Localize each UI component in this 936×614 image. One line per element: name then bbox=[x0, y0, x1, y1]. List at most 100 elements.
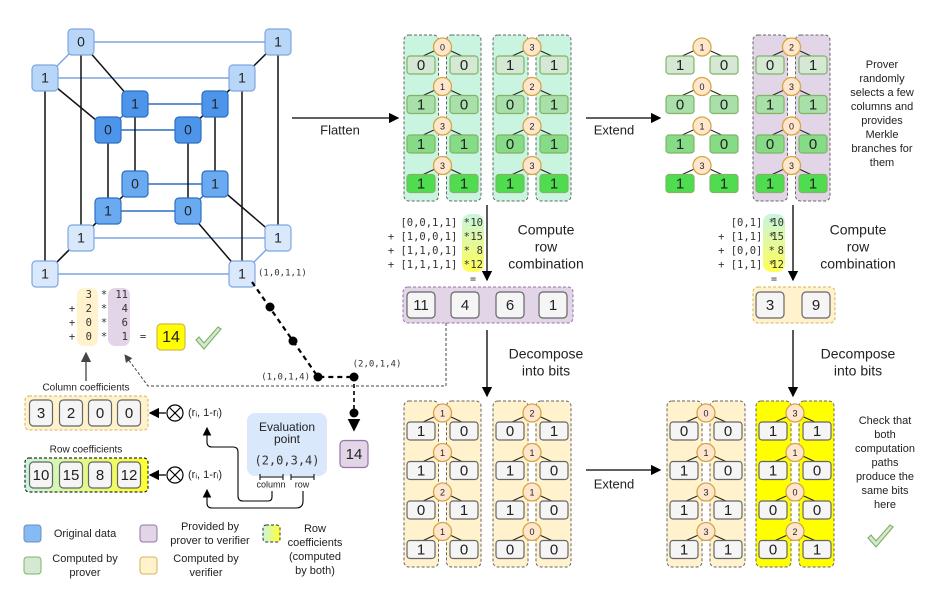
legend-label: verifier bbox=[189, 567, 222, 579]
leaf-value: 1 bbox=[724, 502, 732, 519]
merkle-node-value: 3 bbox=[789, 82, 794, 92]
times-sign: * bbox=[101, 317, 107, 329]
prover-note-line: Prover bbox=[866, 59, 899, 71]
tesseract-node bbox=[94, 116, 122, 144]
merkle-node bbox=[781, 76, 802, 97]
merkle-node-value: 1 bbox=[699, 121, 704, 131]
row-vector: + [0,0] * bbox=[718, 245, 775, 257]
leaf-value: 0 bbox=[417, 502, 425, 519]
coefficients-label: Column coefficients bbox=[42, 383, 129, 394]
merkle-node bbox=[696, 442, 716, 463]
leaf-value: 1 bbox=[506, 57, 514, 74]
merkle-node-value: 3 bbox=[529, 161, 534, 171]
tesseract-node-value: 0 bbox=[184, 203, 192, 219]
tesseract-node bbox=[121, 90, 149, 118]
legend-label: Row bbox=[304, 523, 326, 535]
compute-label: combination bbox=[508, 256, 584, 272]
coefficient-cell bbox=[116, 399, 142, 427]
leaf-value: 1 bbox=[809, 175, 817, 192]
merkle-node bbox=[785, 442, 805, 463]
leaf-value: 1 bbox=[417, 96, 425, 113]
leaf-node bbox=[669, 539, 699, 560]
result-cell bbox=[801, 291, 831, 319]
leaf-node bbox=[495, 421, 525, 441]
merkle-node bbox=[785, 482, 805, 502]
tesseract-node-value: 1 bbox=[211, 96, 219, 112]
leaf-value: 1 bbox=[720, 175, 728, 192]
leaf-value: 1 bbox=[460, 175, 468, 192]
merkle-node bbox=[785, 403, 805, 423]
leaf-value: 1 bbox=[809, 57, 817, 74]
path-point bbox=[288, 336, 298, 346]
leaf-node bbox=[755, 134, 785, 154]
prover-note-line: them bbox=[870, 157, 894, 169]
path-point-label: (1,0,1,4) bbox=[261, 373, 310, 383]
leaf-node bbox=[449, 539, 479, 560]
leaf-node bbox=[758, 539, 788, 560]
leaf-value: 0 bbox=[550, 541, 558, 558]
evaluation-result-box bbox=[339, 439, 369, 469]
prover-note-line: randomly bbox=[859, 73, 905, 85]
leaf-node bbox=[798, 94, 828, 115]
leaf-node bbox=[495, 460, 525, 481]
coefficient-value: 12 bbox=[121, 467, 138, 484]
tesseract-node bbox=[121, 170, 149, 198]
merkle-node-value: 3 bbox=[440, 161, 445, 171]
evaluation-title: point bbox=[274, 432, 301, 446]
coefficient-value: 0 bbox=[125, 405, 133, 422]
path-point bbox=[265, 302, 275, 312]
checkmark-icon bbox=[195, 326, 222, 350]
decompose-label: into bits bbox=[522, 363, 570, 379]
leaf-node bbox=[802, 460, 832, 481]
coefficient-cell bbox=[58, 399, 84, 427]
coefficient-value: 3 bbox=[37, 405, 45, 422]
leaf-value: 0 bbox=[720, 96, 728, 113]
leaf-value: 0 bbox=[680, 423, 688, 440]
leaf-value: 1 bbox=[550, 57, 558, 74]
leaf-value: 0 bbox=[460, 423, 468, 440]
leaf-node bbox=[758, 500, 788, 520]
merkle-node-value: 3 bbox=[699, 161, 704, 171]
times-sign: * bbox=[101, 331, 107, 343]
merkle-node-value: 0 bbox=[789, 121, 794, 131]
leaf-node bbox=[495, 539, 525, 560]
evaluation-point-value: (2,0,3,4) bbox=[254, 454, 319, 468]
decompose-label: into bits bbox=[834, 363, 882, 379]
row-vector: + [1,1,0,1] * bbox=[388, 245, 470, 257]
leaf-value: 1 bbox=[550, 96, 558, 113]
merkle-node-value: 0 bbox=[529, 527, 534, 537]
leaf-value: 1 bbox=[506, 502, 514, 519]
leaf-value: 1 bbox=[460, 136, 468, 153]
leaf-value: 1 bbox=[417, 423, 425, 440]
merkle-node-value: 3 bbox=[792, 408, 797, 418]
legend-label: Computed by bbox=[52, 553, 118, 565]
row-result: 11 bbox=[115, 289, 128, 301]
prover-note-line: provides bbox=[861, 115, 903, 127]
leaf-value: 1 bbox=[676, 136, 684, 153]
leaf-node bbox=[495, 55, 525, 75]
tesseract-node-value: 1 bbox=[238, 266, 246, 282]
coefficient-value: 0 bbox=[96, 405, 104, 422]
leaf-node bbox=[709, 94, 739, 115]
leaf-node bbox=[406, 421, 436, 441]
merkle-node-value: 1 bbox=[699, 42, 704, 52]
merkle-node-value: 1 bbox=[440, 82, 445, 92]
leaf-value: 0 bbox=[676, 96, 684, 113]
leaf-node bbox=[449, 134, 479, 154]
merkle-node-value: 2 bbox=[529, 82, 534, 92]
tesseract-node-value: 1 bbox=[131, 96, 139, 112]
column-link bbox=[202, 426, 273, 502]
merkle-node-value: 1 bbox=[792, 448, 797, 458]
leaf-value: 1 bbox=[680, 502, 688, 519]
merkle-node-value: 1 bbox=[440, 527, 445, 537]
leaf-value: 0 bbox=[724, 423, 732, 440]
leaf-value: 1 bbox=[417, 462, 425, 479]
merkle-node-value: 0 bbox=[699, 82, 704, 92]
merkle-node bbox=[692, 155, 712, 176]
merkle-node bbox=[522, 442, 542, 463]
merkle-node-value: 3 bbox=[789, 161, 794, 171]
leaf-value: 1 bbox=[769, 462, 777, 479]
result-value: 1 bbox=[549, 297, 557, 314]
tesseract-node-value: 0 bbox=[77, 34, 85, 50]
